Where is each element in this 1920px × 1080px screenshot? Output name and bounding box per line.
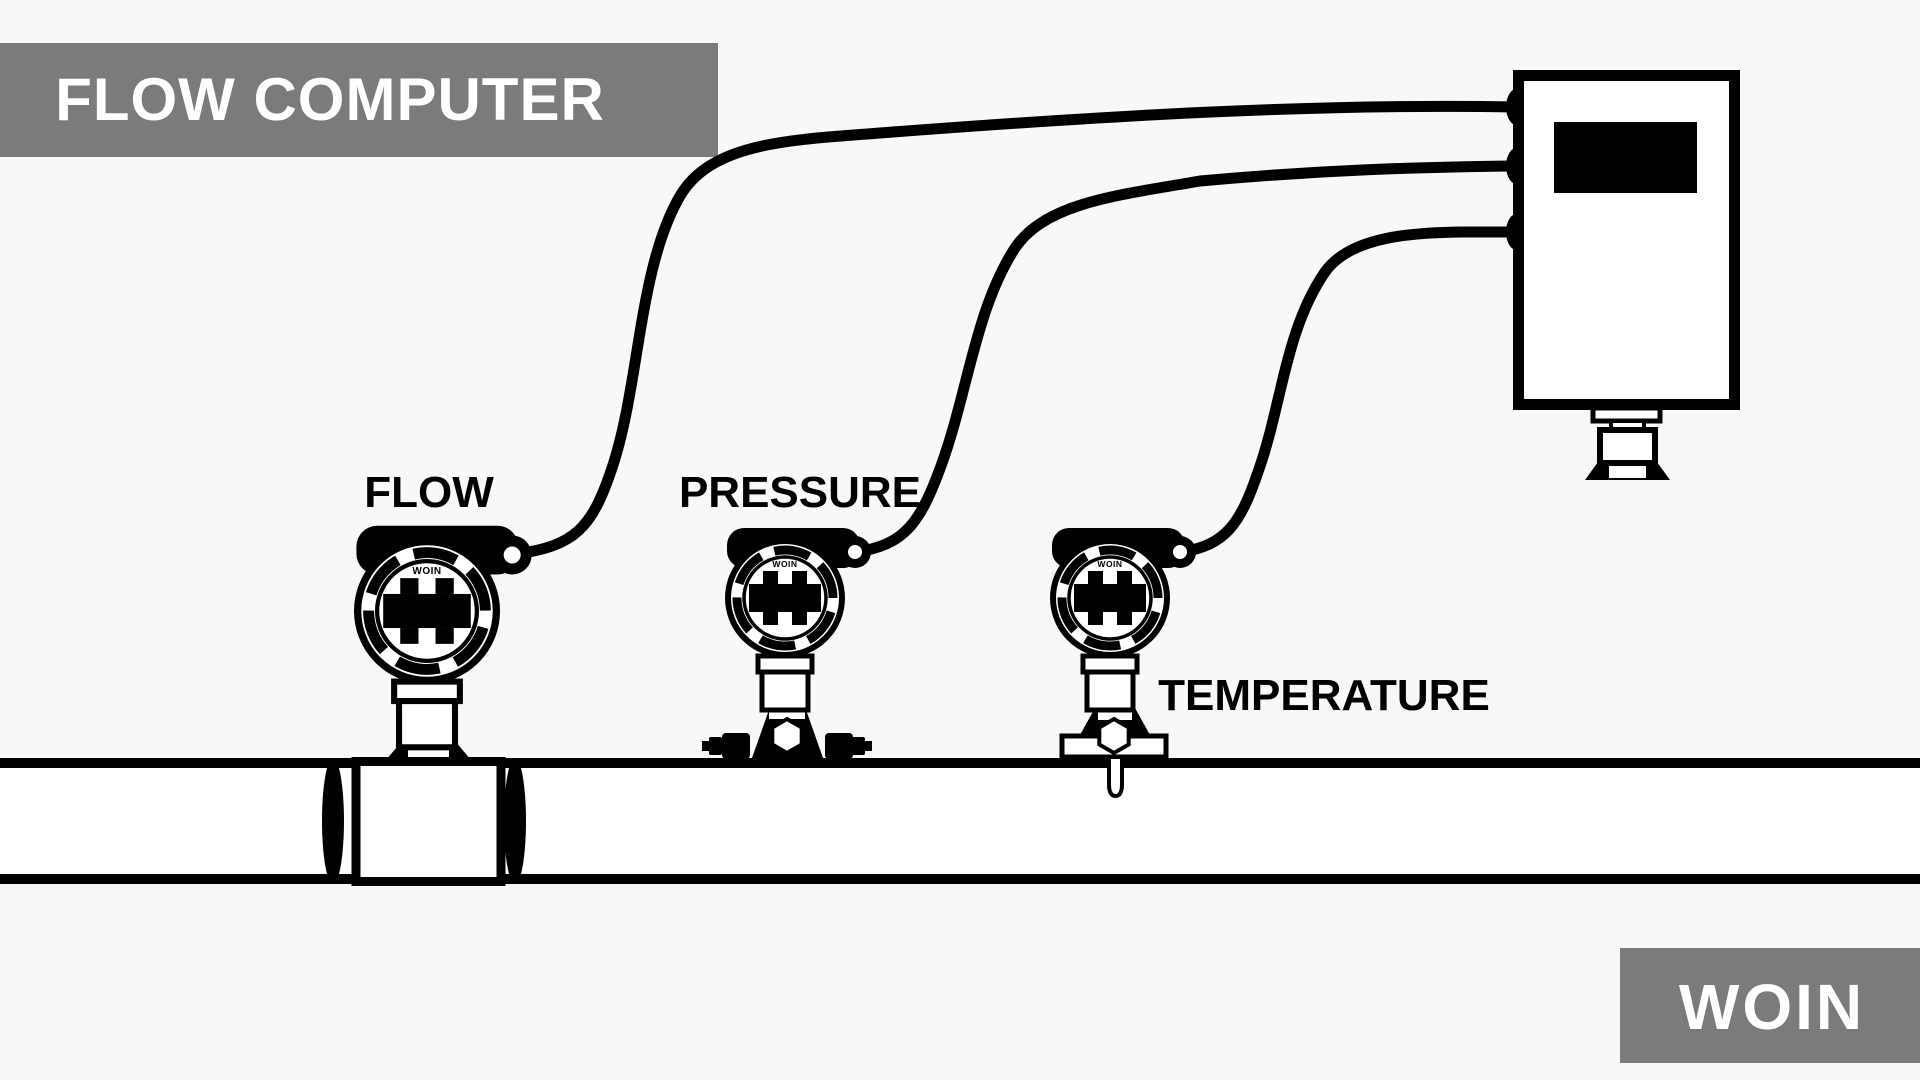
manifold-left-nut <box>722 733 750 759</box>
title-banner-box <box>0 43 718 157</box>
title-banner: FLOW COMPUTER <box>0 43 718 157</box>
flow-transmitter-brand: WOIN <box>412 566 441 577</box>
computer-stem-block <box>1597 427 1658 466</box>
pressure-manifold <box>702 707 872 759</box>
brand-banner-box <box>1620 948 1920 1063</box>
temperature-transmitter-brand: WOIN <box>1097 559 1122 569</box>
temperature-cable <box>1176 226 1523 558</box>
brand-banner-label: WOIN <box>1679 971 1865 1043</box>
flow-computer <box>1506 70 1740 480</box>
title-banner-label: FLOW COMPUTER <box>55 66 605 133</box>
pressure-cable <box>850 160 1523 558</box>
pressure-transmitter <box>725 528 871 710</box>
signal-cables <box>510 100 1523 560</box>
flow-label: FLOW <box>364 468 494 517</box>
temperature-label: TEMPERATURE <box>1158 671 1490 720</box>
spool-left-gasket <box>322 758 344 884</box>
manifold-right-nut <box>825 733 853 759</box>
spool-piece <box>351 757 506 886</box>
flow-cable <box>510 100 1523 560</box>
process-pipe <box>0 758 1920 884</box>
spool-right-gasket <box>504 758 526 884</box>
pressure-transmitter-brand: WOIN <box>772 559 797 569</box>
pressure-label: PRESSURE <box>679 468 921 517</box>
flow-meter-body <box>322 741 526 886</box>
computer-screen <box>1554 122 1697 193</box>
thermowell-mount <box>1059 708 1169 799</box>
manifold-hex-bolt <box>770 716 804 756</box>
flow-transmitter <box>353 526 531 747</box>
thermowell-probe <box>1107 759 1124 799</box>
thermowell-hex-bolt <box>1097 716 1131 756</box>
brand-banner: WOIN <box>1620 948 1920 1063</box>
